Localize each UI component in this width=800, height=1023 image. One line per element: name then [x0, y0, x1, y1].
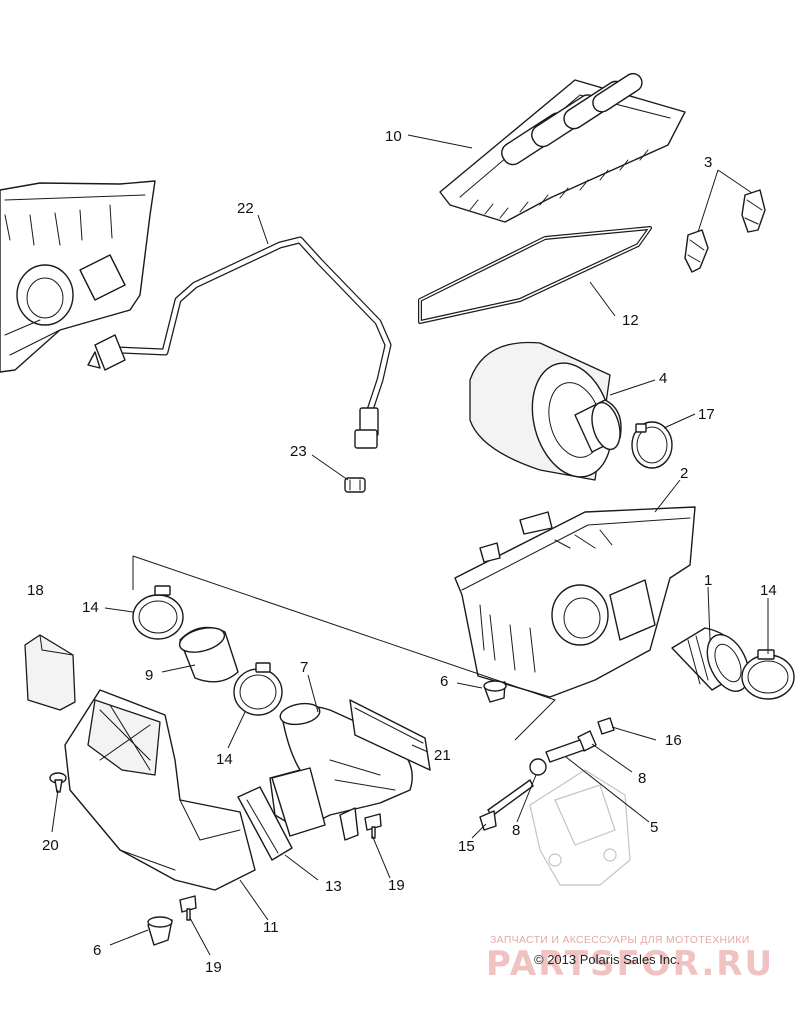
watermark-caption: ЗАПЧАСТИ И АКСЕССУАРЫ ДЛЯ МОТОТЕХНИКИ	[490, 934, 750, 946]
callout-23: 23	[290, 443, 307, 460]
filter-clamp	[631, 421, 673, 469]
callout-17: 17	[698, 406, 715, 423]
bolt-right	[364, 813, 382, 839]
callout-labels: 1 2 3 4 5 6 6 7 8 8 9 10 11 12 13 14 14 …	[27, 128, 777, 976]
breather-hose	[87, 236, 392, 449]
bolt-lower	[179, 895, 197, 921]
watermark-brand: PARTSFOR.RU	[486, 944, 774, 984]
callout-7: 7	[300, 659, 308, 676]
callout-19-right: 19	[388, 877, 405, 894]
callout-20: 20	[42, 837, 59, 854]
hose-clamp-right	[741, 649, 795, 700]
callout-14-lower: 14	[216, 751, 233, 768]
foam-pad	[24, 634, 76, 711]
callout-18: 18	[27, 582, 44, 599]
callout-8-left: 8	[512, 822, 520, 839]
callout-3: 3	[704, 154, 712, 171]
grommet-upper	[483, 680, 507, 703]
callout-12: 12	[622, 312, 639, 329]
ghost-bracket	[529, 769, 631, 886]
airbox-cover	[439, 72, 686, 223]
airbox-housing-left-partial	[0, 180, 156, 373]
callout-2: 2	[680, 465, 688, 482]
callout-21: 21	[434, 747, 451, 764]
airbox-gasket	[418, 226, 652, 324]
grommet-lower	[147, 916, 173, 946]
duct-adapter	[237, 786, 293, 861]
callout-14-upper: 14	[82, 599, 99, 616]
air-filter	[469, 341, 622, 481]
intake-duct	[64, 689, 256, 891]
callout-22: 22	[237, 200, 254, 217]
push-pin	[49, 772, 67, 793]
callout-5: 5	[650, 819, 658, 836]
warning-label	[349, 699, 431, 771]
intake-sleeve	[178, 626, 239, 683]
callout-13: 13	[325, 878, 342, 895]
leader-lines	[51, 134, 769, 956]
callout-11: 11	[263, 919, 279, 936]
mounting-hardware	[479, 717, 615, 831]
hose-clamp-small	[344, 477, 366, 493]
callout-6-upper: 6	[440, 673, 448, 690]
callout-6-lower: 6	[93, 942, 101, 959]
callout-16: 16	[665, 732, 682, 749]
hose-clamp-lower	[233, 662, 283, 716]
intake-coupler	[671, 627, 750, 692]
copyright-notice: © 2013 Polaris Sales Inc.	[534, 952, 680, 967]
callout-9: 9	[145, 667, 153, 684]
retaining-clips	[684, 189, 766, 273]
airbox-lower-housing	[454, 506, 696, 698]
callout-10: 10	[385, 128, 402, 145]
callout-15: 15	[458, 838, 475, 855]
callout-8-right: 8	[638, 770, 646, 787]
callout-1: 1	[704, 572, 712, 589]
hose-clamp-upper	[132, 585, 184, 640]
callout-4: 4	[659, 370, 667, 387]
callout-19-lower: 19	[205, 959, 222, 976]
callout-14-right: 14	[760, 582, 777, 599]
